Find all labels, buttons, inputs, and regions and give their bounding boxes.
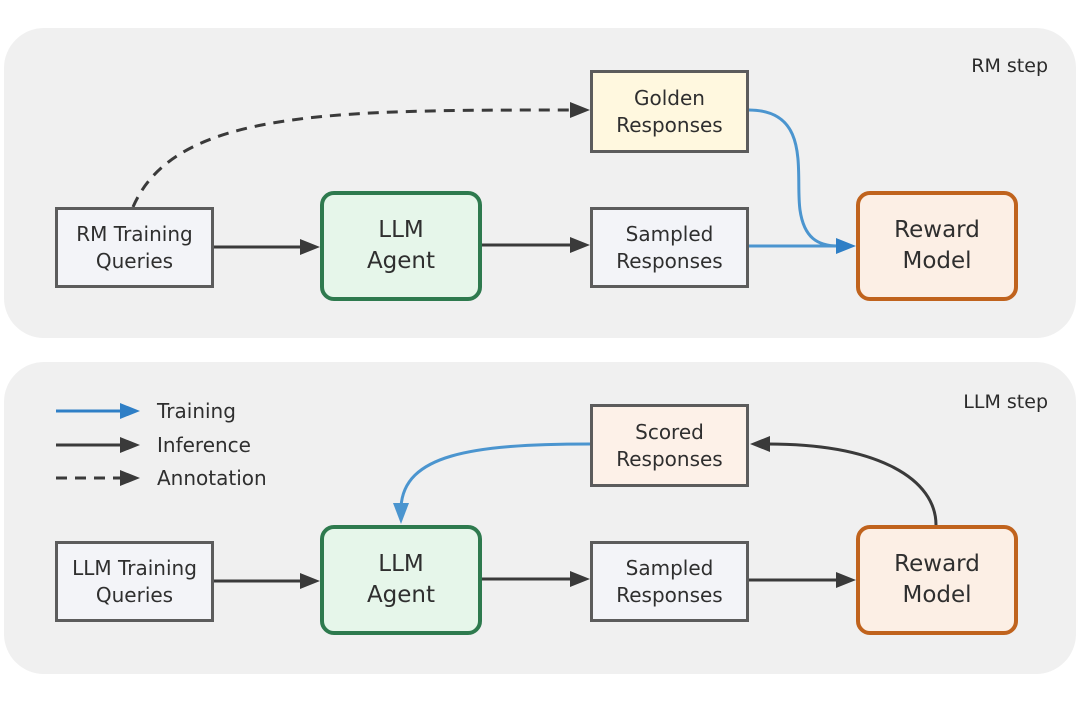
sampled-line1: Sampled — [625, 222, 714, 247]
training-arrowhead — [836, 238, 856, 254]
agent-line2: Agent — [366, 248, 436, 274]
llm-step-label: LLM step — [963, 391, 1048, 413]
training-arrow-scored-to-agent — [399, 442, 591, 508]
inference-arrowhead — [750, 436, 770, 452]
legend-annotation-arrowhead — [120, 470, 140, 486]
annotation-arrowhead — [570, 102, 590, 118]
inference-arrowhead — [300, 573, 320, 589]
golden-line1: Golden — [634, 86, 705, 111]
agent-line2: Agent — [366, 582, 436, 608]
agent-line1: LLM — [378, 216, 424, 243]
legend-inference-label: Inference — [157, 433, 251, 457]
reward-line2: Model — [902, 582, 972, 608]
training-arrow-golden-to-reward — [748, 108, 839, 248]
llm-agent-box: LLM Agent — [320, 525, 482, 635]
legend-training-arrowhead — [120, 403, 140, 419]
inference-arrowhead — [570, 237, 590, 253]
queries-line2: Queries — [95, 582, 174, 607]
annotation-arrow-queries-to-golden — [131, 108, 575, 208]
reward-line1: Reward — [894, 550, 980, 577]
golden-line2: Responses — [616, 112, 723, 137]
rm-step-label: RM step — [971, 55, 1048, 77]
inference-arrow-reward-to-scored — [767, 442, 938, 526]
queries-line1: LLM Training — [72, 556, 197, 581]
llm-agent-box: LLM Agent — [320, 191, 482, 301]
legend-annotation-label: Annotation — [157, 466, 267, 490]
reward-line2: Model — [902, 248, 972, 274]
scored-line1: Scored — [635, 420, 704, 445]
inference-arrowhead — [300, 239, 320, 255]
legend-inference-arrowhead — [120, 437, 140, 453]
sampled-line1: Sampled — [625, 556, 714, 581]
queries-line2: Queries — [95, 248, 174, 273]
training-arrowhead — [393, 503, 409, 524]
sampled-line2: Responses — [616, 582, 723, 607]
reward-line1: Reward — [894, 216, 980, 243]
inference-arrowhead — [836, 572, 856, 588]
legend-training-label: Training — [157, 399, 236, 423]
scored-line2: Responses — [616, 446, 723, 471]
agent-line1: LLM — [378, 550, 424, 577]
queries-line1: RM Training — [76, 222, 193, 247]
inference-arrowhead — [570, 571, 590, 587]
sampled-line2: Responses — [616, 248, 723, 273]
